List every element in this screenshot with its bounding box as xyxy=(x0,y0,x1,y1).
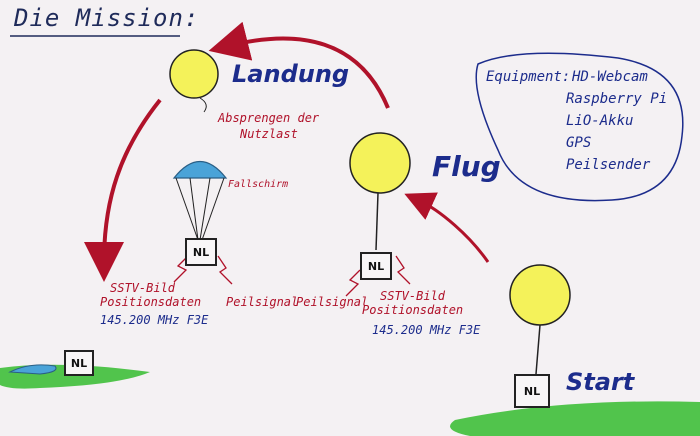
arrow-flug-to-landung xyxy=(208,21,390,109)
equipment-item: HD-Webcam xyxy=(572,69,648,85)
signal-squiggle xyxy=(345,269,361,297)
arrow-landung-to-ground xyxy=(84,98,162,282)
stage-label-flug: Flug xyxy=(432,150,501,183)
equipment-heading: Equipment: xyxy=(486,69,571,85)
ground-right xyxy=(450,401,700,436)
signal-squiggle xyxy=(217,255,233,285)
parachute-line xyxy=(189,177,199,241)
payload-box-start: NL xyxy=(514,374,550,408)
signal-squiggle xyxy=(395,255,411,285)
parachute-canopy xyxy=(172,161,228,179)
equipment-item: LiO-Akku xyxy=(566,113,634,129)
parachute-label: Fallschirm xyxy=(228,179,289,190)
balloon-landung xyxy=(169,49,219,99)
equipment-item: Peilsender xyxy=(566,157,651,173)
payload-box-ground: NL xyxy=(64,350,94,376)
landed-parachute xyxy=(8,364,57,375)
left-frequency-label: 145.200 MHz F3E xyxy=(100,313,209,327)
parachute-line xyxy=(175,177,199,241)
left-beacon-label: Peilsignal xyxy=(226,295,299,309)
balloon-flug xyxy=(349,132,411,194)
landung-note-line2: Nutzlast xyxy=(240,127,298,141)
equipment-item: Raspberry Pi xyxy=(566,91,668,107)
landung-note-line1: Absprengen der xyxy=(218,111,320,125)
middle-beacon-label: Peilsignal xyxy=(296,295,369,309)
middle-frequency-label: 145.200 MHz F3E xyxy=(372,323,481,337)
balloon-landung-string xyxy=(199,97,207,113)
equipment-outline xyxy=(475,52,684,202)
signal-squiggle xyxy=(173,255,189,283)
payload-box-parachute: NL xyxy=(185,238,217,266)
middle-position-label: Positionsdaten xyxy=(362,303,464,317)
balloon-flug-string xyxy=(375,192,379,251)
balloon-start-string xyxy=(535,324,541,375)
left-position-label: Positionsdaten xyxy=(100,295,202,309)
payload-box-flug: NL xyxy=(360,252,392,280)
left-sstv-label: SSTV-Bild xyxy=(110,281,176,295)
middle-sstv-label: SSTV-Bild xyxy=(380,289,446,303)
parachute-line xyxy=(201,177,225,241)
stage-label-start: Start xyxy=(566,368,635,396)
balloon-start xyxy=(509,264,571,326)
stage-label-landung: Landung xyxy=(232,60,350,88)
page-title: Die Mission: xyxy=(14,4,200,32)
arrow-start-to-flug xyxy=(404,192,490,263)
parachute-line xyxy=(199,177,211,241)
equipment-item: GPS xyxy=(566,135,592,151)
